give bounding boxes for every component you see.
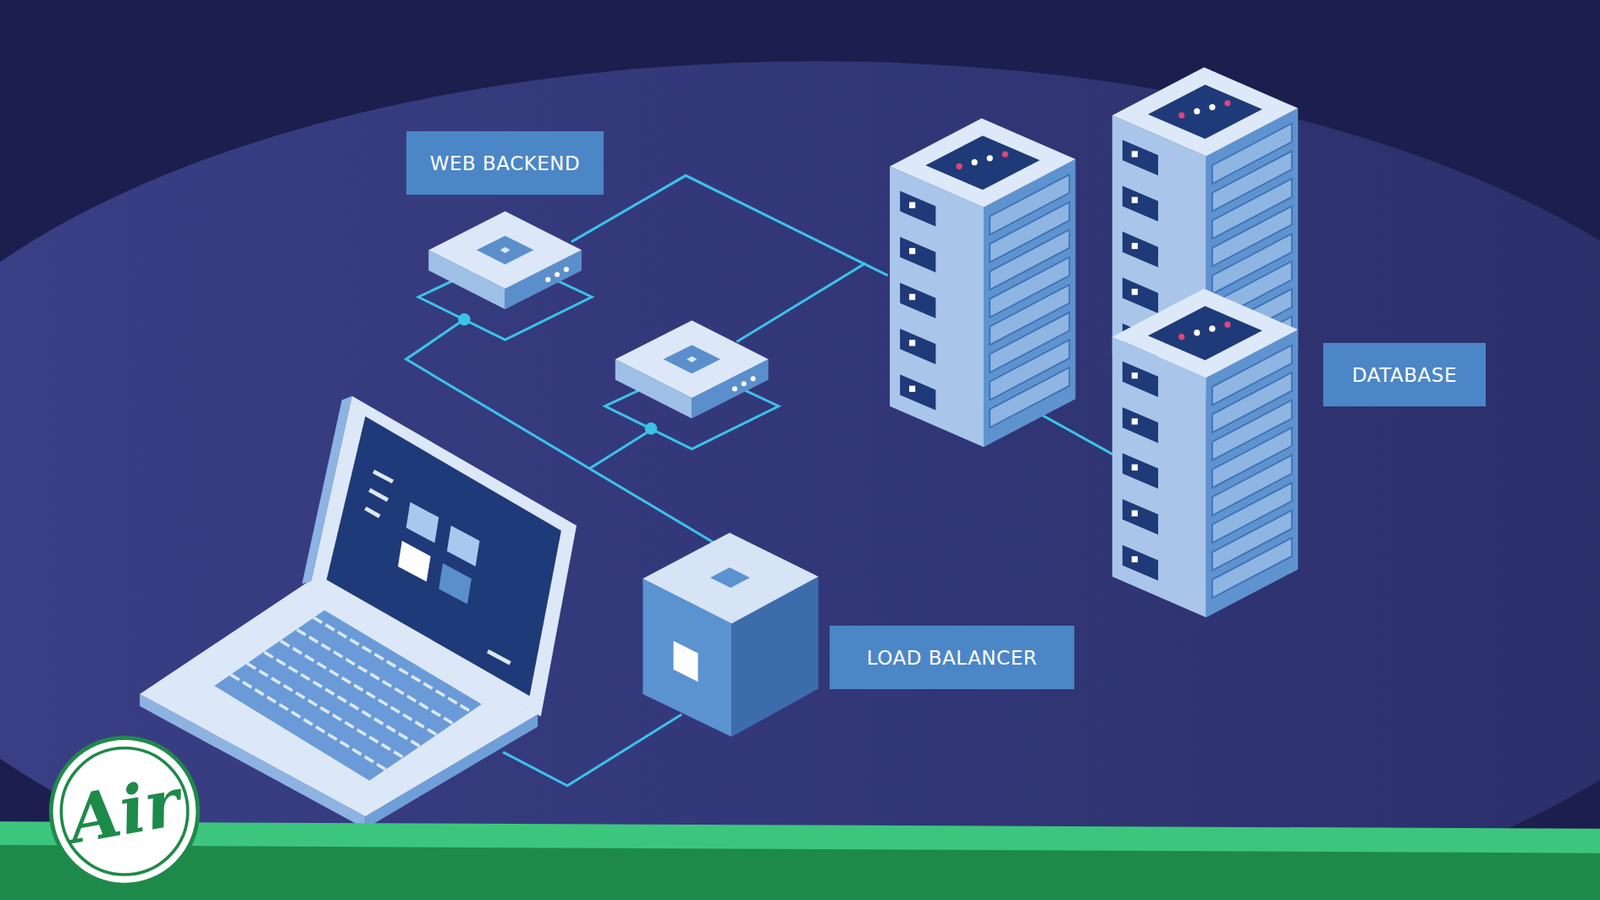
label-text: WEB BACKEND xyxy=(430,152,581,175)
cube-top-panel xyxy=(710,567,751,588)
label-text: LOAD BALANCER xyxy=(866,646,1038,669)
screen-icon xyxy=(446,525,480,567)
screen-line xyxy=(373,471,393,482)
wire xyxy=(590,430,651,469)
screen-icon xyxy=(397,540,431,582)
web-server xyxy=(418,211,592,341)
web-server xyxy=(605,320,779,449)
screen-icon xyxy=(438,562,472,604)
wire xyxy=(571,175,889,276)
wire xyxy=(1038,413,1115,455)
laptop-screen-bezel xyxy=(311,396,577,717)
screen-line xyxy=(369,490,388,501)
label-text: DATABASE xyxy=(1351,364,1457,387)
key-row xyxy=(280,640,436,735)
database-tower xyxy=(1112,288,1298,618)
cube-light xyxy=(673,640,699,682)
background-ellipse xyxy=(0,60,1600,900)
key-row xyxy=(247,662,403,757)
label-box: WEB BACKEND xyxy=(406,131,604,195)
screen-lines xyxy=(365,471,511,664)
footer-band xyxy=(0,821,1600,900)
database-tower xyxy=(889,118,1076,447)
footer-band xyxy=(0,844,1600,900)
screen-line xyxy=(487,651,511,663)
wire xyxy=(736,263,866,343)
label-box: DATABASE xyxy=(1323,342,1486,407)
laptop-screen xyxy=(326,416,562,696)
screen-icon xyxy=(406,502,440,543)
screen-line xyxy=(365,507,381,517)
label-box: LOAD BALANCER xyxy=(829,625,1075,690)
load-balancer-cube xyxy=(642,532,818,737)
key-row xyxy=(264,651,420,746)
laptop xyxy=(139,396,577,829)
cube-top-face xyxy=(642,532,818,624)
